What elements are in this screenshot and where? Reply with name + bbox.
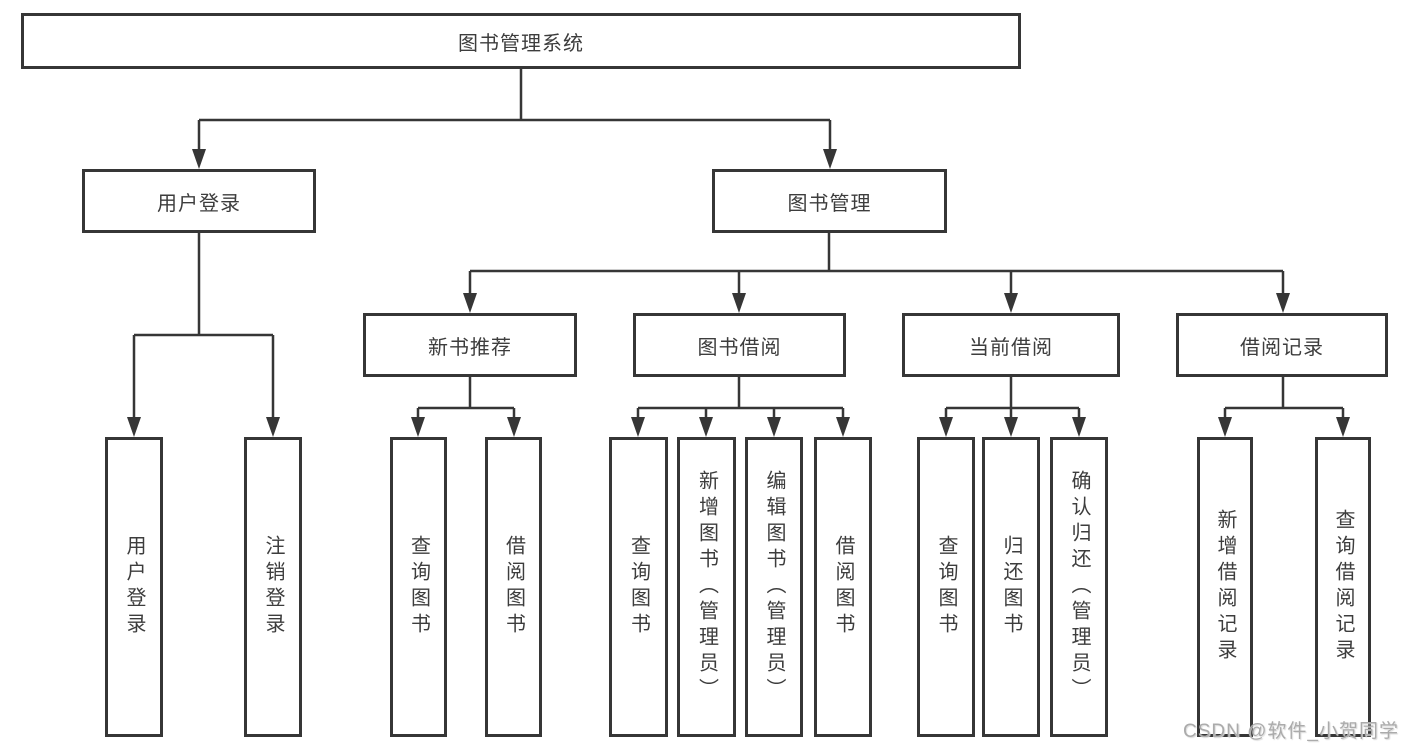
leaf-borrow-borrow-books: 借阅图书 [814,437,872,737]
leaf-current-confirm-return-admin: 确认归还（管理员） [1050,437,1108,737]
leaf-records-add-record: 新增借阅记录 [1197,437,1253,737]
leaf-borrow-add-books-admin: 新增图书（管理员） [677,437,736,737]
leaf-borrow-query-books: 查询图书 [609,437,668,737]
leaf-borrow-add-books-admin-label: 新增图书（管理员） [695,470,718,704]
node-user-login-label: 用户登录 [157,192,241,215]
node-current-borrowing: 当前借阅 [902,313,1120,377]
node-new-book-recommend-label: 新书推荐 [428,336,512,359]
node-root-label: 图书管理系统 [458,32,584,55]
leaf-borrow-borrow-books-label: 借阅图书 [832,535,854,639]
leaf-recommend-query-books-label: 查询图书 [407,535,430,639]
leaf-borrow-edit-books-admin: 编辑图书（管理员） [745,437,803,737]
node-book-management-label: 图书管理 [787,192,872,215]
arrowheads [127,149,1350,437]
leaf-current-return-books: 归还图书 [982,437,1040,737]
leaf-logout: 注销登录 [244,437,302,737]
node-new-book-recommend: 新书推荐 [363,313,577,377]
leaf-records-query-record: 查询借阅记录 [1315,437,1371,737]
leaf-borrow-edit-books-admin-label: 编辑图书（管理员） [763,470,785,704]
node-borrowing-records-label: 借阅记录 [1240,336,1324,359]
leaf-user-login-label: 用户登录 [123,535,145,639]
leaf-recommend-query-books: 查询图书 [390,437,447,737]
leaf-current-query-books-label: 查询图书 [935,535,957,639]
leaf-borrow-query-books-label: 查询图书 [627,535,650,639]
node-user-login: 用户登录 [82,169,316,233]
leaf-recommend-borrow-books-label: 借阅图书 [502,535,525,639]
leaf-current-query-books: 查询图书 [917,437,975,737]
leaf-current-confirm-return-admin-label: 确认归还（管理员） [1068,470,1090,704]
leaf-recommend-borrow-books: 借阅图书 [485,437,542,737]
connector-path [132,69,1345,420]
node-root: 图书管理系统 [21,13,1021,69]
leaf-records-add-record-label: 新增借阅记录 [1214,509,1236,665]
csdn-watermark: CSDN @软件_小贺同学 [1183,721,1399,742]
node-book-management: 图书管理 [712,169,947,233]
leaf-records-query-record-label: 查询借阅记录 [1332,509,1354,665]
leaf-current-return-books-label: 归还图书 [1000,535,1022,639]
node-book-borrowing-label: 图书借阅 [697,336,782,359]
leaf-logout-label: 注销登录 [262,535,284,639]
leaf-user-login: 用户登录 [105,437,163,737]
node-borrowing-records: 借阅记录 [1176,313,1388,377]
node-book-borrowing: 图书借阅 [633,313,846,377]
node-current-borrowing-label: 当前借阅 [969,336,1053,359]
